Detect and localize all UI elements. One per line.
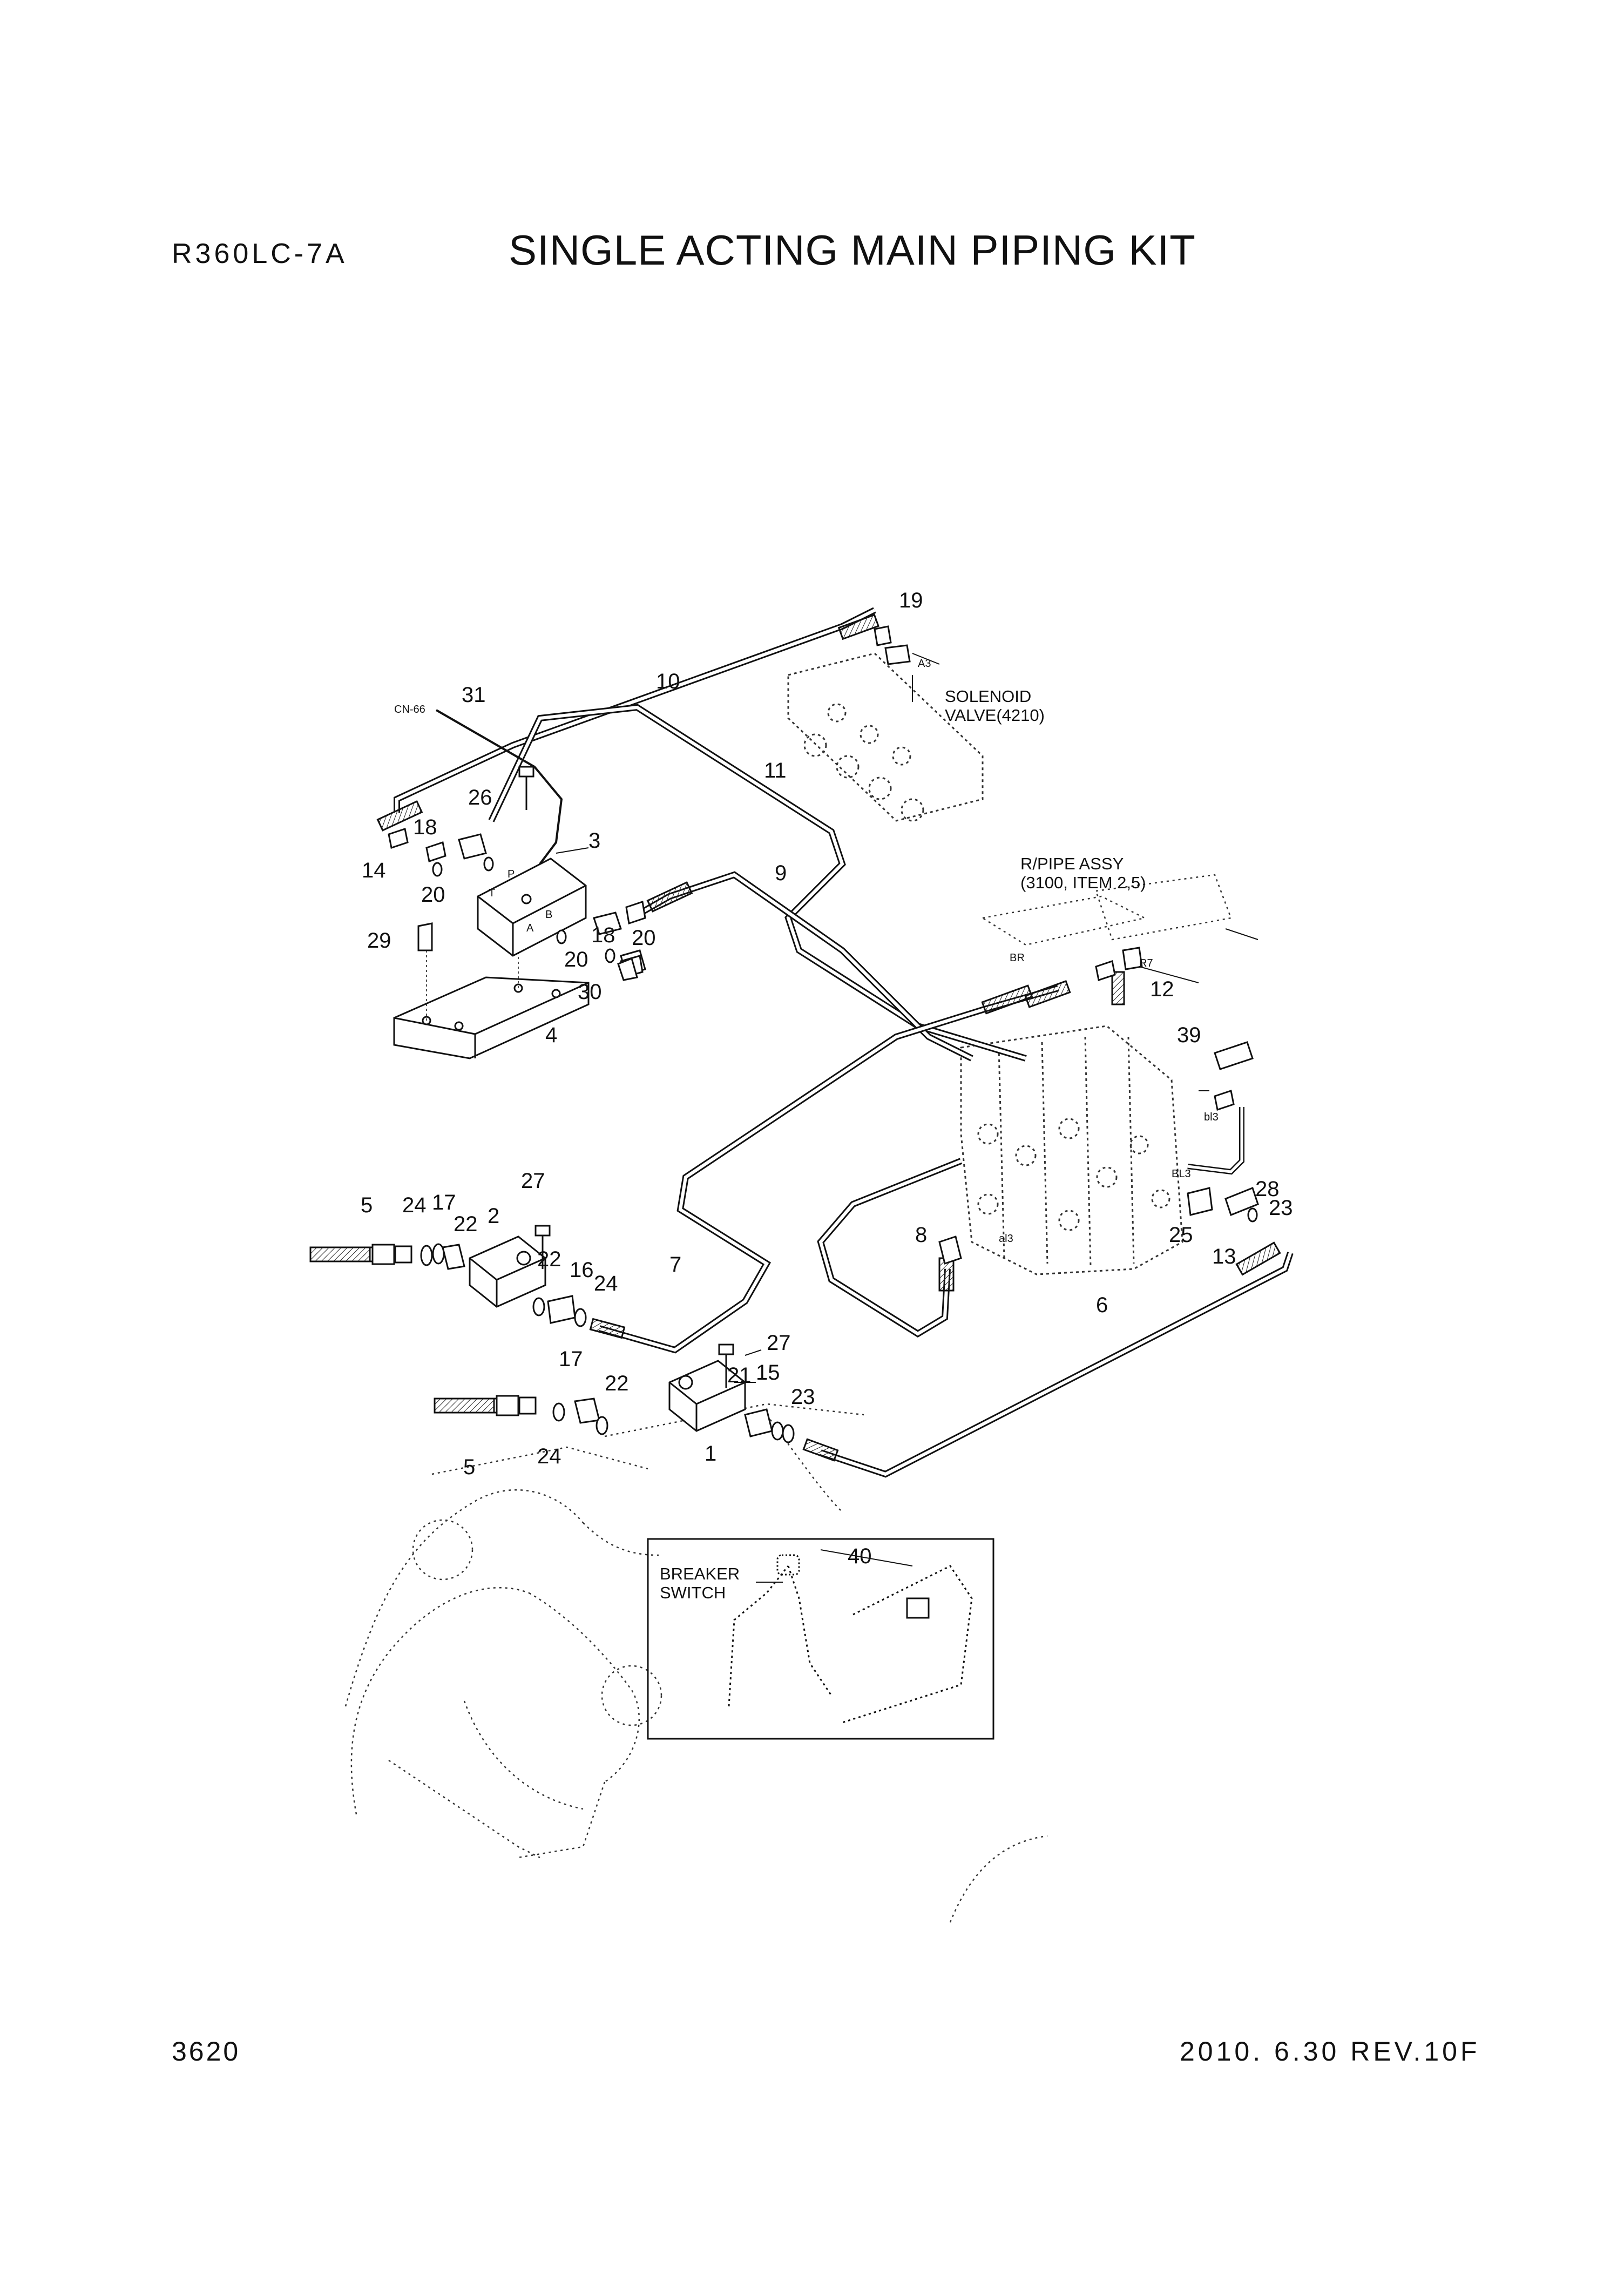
cn66-wire <box>436 709 563 865</box>
part-16: 16 <box>570 1258 594 1282</box>
pipe-6-inner <box>820 1252 1292 1476</box>
diagram-labels: CN-66 SOLENOID VALVE(4210) R/PIPE ASSY (… <box>394 658 1219 1602</box>
part-5-upper: 5 <box>361 1193 373 1217</box>
part-5-lower: 5 <box>463 1455 475 1479</box>
part-23-right: 23 <box>1269 1196 1293 1220</box>
part-14: 14 <box>362 859 386 882</box>
part-22-upper: 22 <box>454 1212 478 1236</box>
stop-valve-2 <box>469 1235 546 1308</box>
part-24-mid: 24 <box>594 1272 618 1295</box>
hose-5-lower <box>435 1395 537 1416</box>
port-al3: al3 <box>999 1233 1013 1245</box>
part-30: 30 <box>578 980 602 1004</box>
pipe-8-inner <box>818 1159 962 1336</box>
label-rpipe-1: R/PIPE ASSY <box>1020 854 1124 873</box>
model-code: R360LC-7A <box>172 238 348 269</box>
pipe-10-inner <box>395 609 876 813</box>
part-27-lower: 27 <box>767 1331 791 1355</box>
part-1: 1 <box>705 1442 716 1466</box>
bracket-plate <box>393 976 590 1059</box>
part-17-upper: 17 <box>432 1191 456 1214</box>
pipe-7-inner <box>599 987 1059 1352</box>
part-8: 8 <box>915 1223 927 1247</box>
part-7: 7 <box>669 1253 681 1277</box>
main-control-valve <box>960 1025 1183 1275</box>
part-11: 11 <box>764 759 787 782</box>
part-24-lower: 24 <box>537 1444 561 1468</box>
part-20-left: 20 <box>421 883 445 907</box>
port-bl3-upper: BL3 <box>1172 1168 1191 1180</box>
part-21: 21 <box>727 1363 752 1387</box>
part-4: 4 <box>545 1023 557 1047</box>
port-a: A <box>526 922 534 934</box>
part-15: 15 <box>756 1361 780 1385</box>
port-br: BR <box>1010 952 1025 964</box>
part-40: 40 <box>848 1544 872 1568</box>
label-breaker-2: SWITCH <box>660 1583 726 1602</box>
part-29: 29 <box>367 929 391 953</box>
part-12: 12 <box>1150 977 1174 1001</box>
part-2: 2 <box>488 1204 499 1228</box>
part-23-lower: 23 <box>791 1385 815 1409</box>
label-breaker-1: BREAKER <box>660 1564 740 1583</box>
part-25: 25 <box>1169 1223 1193 1247</box>
part-9: 9 <box>775 861 787 885</box>
leader-lines <box>556 653 1258 1583</box>
breaker-switch-inset <box>647 1538 994 1740</box>
part-20-lower: 20 <box>564 948 588 971</box>
part-39: 39 <box>1177 1023 1201 1047</box>
fittings <box>388 625 1259 1443</box>
part-3: 3 <box>588 829 600 853</box>
part-20-right: 20 <box>632 926 656 950</box>
part-26: 26 <box>468 786 492 809</box>
revision-date: 2010. 6.30 REV.10F <box>1180 2036 1480 2067</box>
page-number: 3620 <box>172 2036 241 2067</box>
part-31: 31 <box>462 683 486 707</box>
part-18-right: 18 <box>591 923 615 947</box>
part-19: 19 <box>899 589 923 612</box>
label-rpipe-2: (3100, ITEM 2,5) <box>1020 873 1146 892</box>
part-27-upper: 27 <box>521 1169 545 1193</box>
port-bl3-lower: bl3 <box>1204 1111 1219 1123</box>
label-solenoid-2: VALVE(4210) <box>945 706 1045 725</box>
part-6: 6 <box>1096 1293 1108 1317</box>
part-10: 10 <box>656 670 680 693</box>
solenoid-valve-block <box>787 652 984 822</box>
label-cn66: CN-66 <box>394 704 425 715</box>
port-a3: A3 <box>918 658 931 670</box>
hose-5-upper <box>310 1244 412 1265</box>
part-18-left: 18 <box>413 815 437 839</box>
pipe-7 <box>598 985 1059 1354</box>
bracket-leader-lines <box>426 940 519 1021</box>
port-b: B <box>545 909 552 921</box>
port-p: P <box>508 868 515 880</box>
part-24-upper: 24 <box>402 1193 427 1217</box>
part-17-lower: 17 <box>559 1347 583 1371</box>
pipe-bl3-inner <box>1187 1107 1243 1173</box>
part-28: 28 <box>1255 1177 1280 1201</box>
part-22-lower: 22 <box>605 1372 629 1395</box>
port-r7: R7 <box>1139 957 1153 969</box>
pipe-11-inner <box>490 705 1026 1060</box>
part-callouts: 1 2 3 4 5 5 6 7 8 9 10 11 12 13 14 15 16… <box>361 589 1293 1568</box>
mounting-block <box>477 857 587 957</box>
bolts <box>518 766 734 1388</box>
label-solenoid-1: SOLENOID <box>945 687 1031 706</box>
port-t: T <box>489 887 495 899</box>
part-22-mid: 22 <box>537 1247 561 1271</box>
pipe-6 <box>820 1252 1294 1478</box>
page-title: SINGLE ACTING MAIN PIPING KIT <box>509 226 1196 274</box>
part-13: 13 <box>1212 1245 1236 1268</box>
